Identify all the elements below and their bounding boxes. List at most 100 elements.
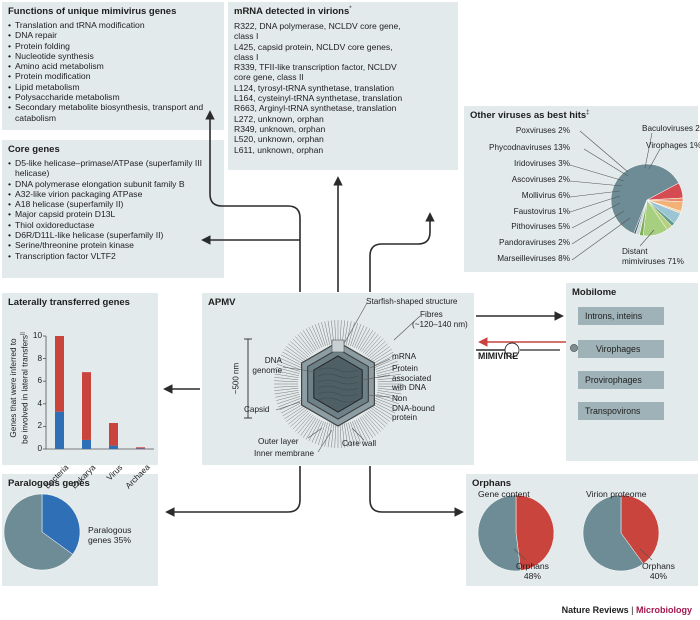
- unique-gene-item: Protein folding: [8, 41, 220, 52]
- core-gene-item: Transcription factor VLTF2: [8, 251, 218, 262]
- unique-gene-item: Nucleotide synthesis: [8, 51, 220, 62]
- panel-core-genes: Core genes D5-like helicase–primase/ATPa…: [2, 140, 224, 278]
- fibre: [373, 401, 396, 414]
- fibre: [300, 332, 315, 352]
- fibre: [364, 336, 381, 355]
- label-line: protein: [392, 413, 418, 423]
- core-gene-item: Thiol oxidoreductase: [8, 220, 218, 231]
- unique-gene-item: Lipid metabolism: [8, 82, 220, 93]
- fibre: [282, 351, 304, 365]
- fibre: [295, 336, 312, 355]
- fibre: [280, 354, 303, 367]
- fibre: [274, 373, 299, 378]
- fibre: [275, 392, 299, 398]
- starfish-shape: [331, 339, 345, 353]
- other-virus-label: Pithoviruses 5%: [511, 222, 570, 231]
- fibre: [317, 421, 326, 445]
- fibre: [327, 423, 332, 448]
- other-virus-label: Pandoraviruses 2%: [499, 238, 570, 247]
- fibre: [350, 323, 359, 347]
- bar-segment: [136, 448, 145, 449]
- fibre: [324, 423, 330, 447]
- fibre: [278, 360, 301, 370]
- fibre: [348, 322, 355, 346]
- fibre: [374, 357, 397, 368]
- mrna-item: R663, Arginyl-tRNA synthetase, translati…: [234, 103, 397, 114]
- bar-ytick-label: 10: [32, 331, 42, 340]
- fibre: [290, 341, 309, 358]
- core-gene-item: A18 helicase (superfamily II): [8, 199, 218, 210]
- label-line: DNA-bound: [392, 403, 435, 413]
- label-line: mimiviruses 71%: [622, 256, 684, 266]
- mobilome-item-transpovirons: Transpovirons: [578, 402, 664, 420]
- journal-footer: Nature Reviews | Microbiology: [562, 605, 692, 615]
- fibre: [377, 380, 402, 383]
- fibre: [377, 370, 401, 376]
- mrna-item: R322, DNA polymerase, NCLDV core gene,: [234, 21, 401, 31]
- core-gene-item: Major capsid protein D13L: [8, 209, 218, 220]
- fibre: [376, 367, 400, 374]
- fibre: [359, 417, 374, 438]
- label-virophages: Virophages 1%: [646, 141, 700, 150]
- label-line: 48%: [523, 571, 542, 581]
- mobilome-item-introns: Introns, inteins: [578, 307, 664, 325]
- fibre: [366, 412, 384, 430]
- fibre: [376, 394, 400, 401]
- pie-slice: [515, 494, 555, 571]
- panel-title: Paralogous genes: [8, 478, 90, 489]
- fibre: [372, 403, 394, 417]
- unique-gene-item: Amino acid metabolism: [8, 61, 220, 72]
- fibre: [346, 321, 352, 345]
- label-line: genome: [252, 365, 282, 375]
- fibre: [274, 387, 299, 391]
- panel-mrna: mRNA detected in virions* R322, DNA poly…: [228, 2, 458, 170]
- panel-title: mRNA detected in virions*: [234, 6, 352, 17]
- bar-ytick-label: 8: [37, 353, 42, 363]
- fibre: [350, 421, 359, 445]
- fibre: [346, 423, 352, 447]
- fibre: [341, 423, 345, 448]
- fibre: [314, 324, 324, 347]
- other-virus-label: Poxviruses 2%: [515, 126, 570, 135]
- footer-separator: |: [631, 605, 634, 615]
- bar-segment: [109, 423, 118, 446]
- fibre: [377, 373, 402, 378]
- fibre: [363, 334, 379, 354]
- label-gene-content: Gene content: [478, 489, 530, 499]
- panel-lateral: Laterally transferred genes: [2, 293, 158, 465]
- footnote-mark: ||: [19, 332, 26, 336]
- label-mimivire: MIMIVIRE: [478, 351, 519, 361]
- fibre: [276, 367, 300, 374]
- fibre: [284, 348, 305, 363]
- bar-ytick-label: 4: [37, 398, 42, 408]
- title-text: mRNA detected in virions: [234, 6, 350, 18]
- fibre: [317, 323, 326, 347]
- label-gc-orphans: Orphans 48%: [516, 561, 549, 581]
- bar-segment: [82, 372, 91, 440]
- fibre: [373, 354, 396, 367]
- other-virus-label: Mollivirus 6%: [521, 191, 570, 200]
- footnote-mark: ‡: [586, 110, 590, 116]
- fibre: [302, 330, 317, 351]
- fibre: [370, 346, 390, 361]
- fibre: [368, 409, 388, 425]
- journal-name: Nature Reviews: [561, 605, 629, 615]
- label-capsid: Capsid: [244, 405, 270, 414]
- fibre: [274, 390, 299, 395]
- pie-slice: [582, 494, 644, 572]
- fibre: [377, 377, 402, 381]
- fibre: [372, 351, 394, 365]
- dna-strand: [317, 397, 359, 403]
- label-outer: Outer layer: [258, 437, 299, 446]
- fibre: [371, 405, 392, 420]
- unique-gene-item: Polysaccharide metabolism: [8, 92, 220, 103]
- fibre: [370, 407, 390, 422]
- mobilome-item-provirophages: Provirophages: [578, 371, 664, 389]
- fibre: [324, 321, 330, 345]
- fibre: [278, 398, 301, 408]
- fibre: [364, 413, 381, 432]
- ylabel-line: Genes that were inferred to: [9, 338, 18, 438]
- mrna-item: class I: [234, 51, 259, 62]
- fibre: [308, 326, 321, 349]
- fibre: [339, 423, 342, 448]
